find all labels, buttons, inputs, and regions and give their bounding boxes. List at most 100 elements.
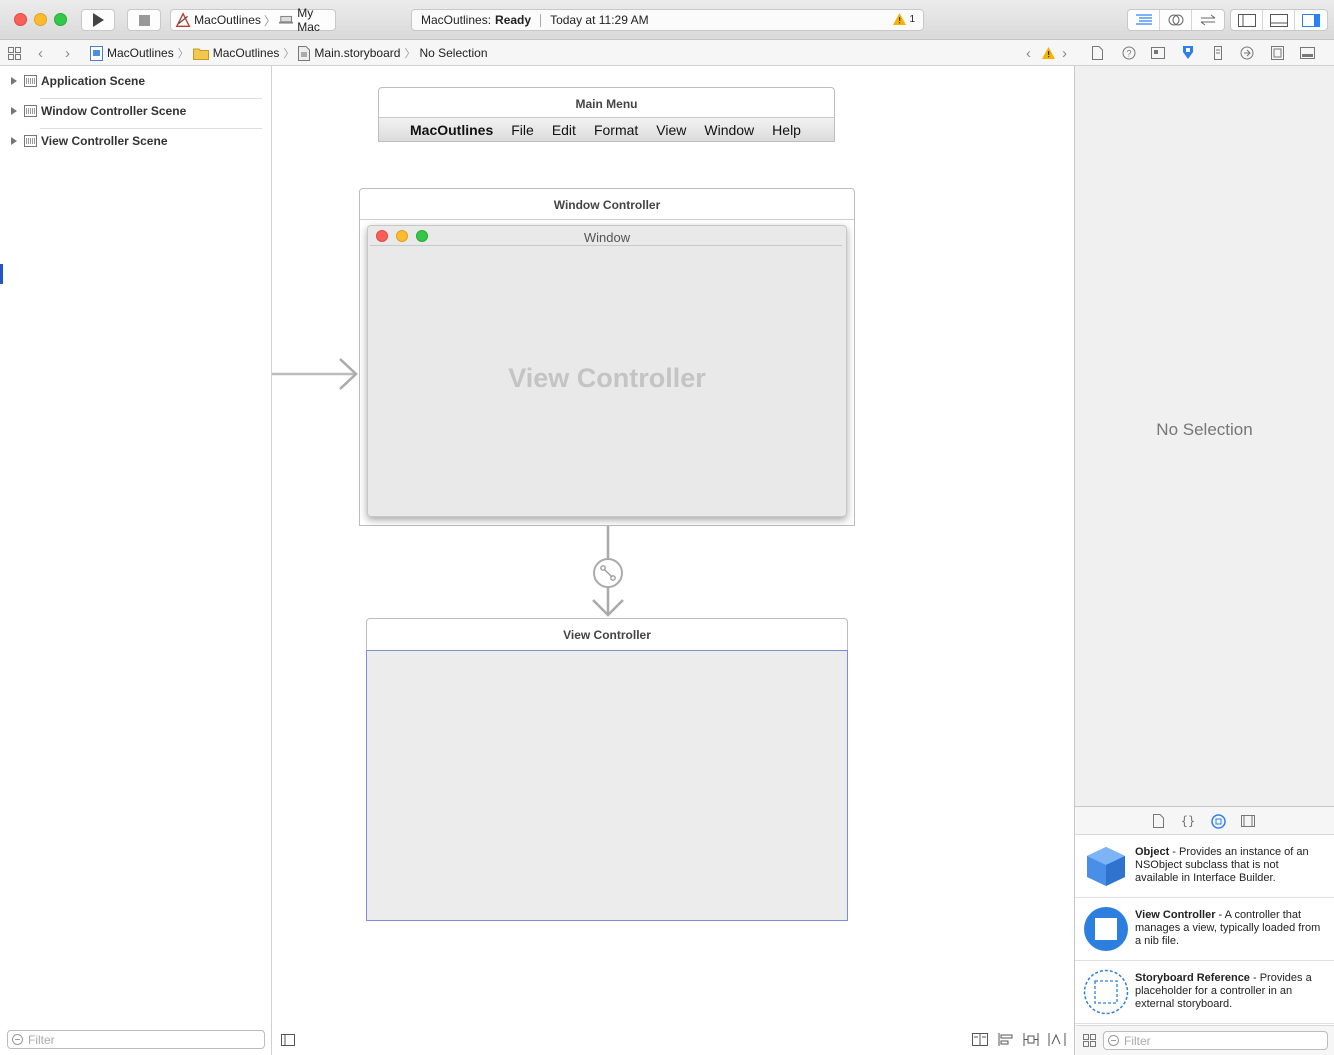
play-icon [93,13,104,27]
issue-warning-icon[interactable] [1042,47,1055,59]
initial-controller-arrow-icon[interactable] [272,356,360,392]
close-window-button[interactable] [14,13,27,26]
menu-item-view[interactable]: View [656,121,687,138]
inspector-tab-bar: ? [1074,40,1334,66]
view-controller-view[interactable] [366,650,848,921]
file-template-library-icon[interactable] [1153,814,1164,828]
menu-bar: MacOutlines File Edit Format View Window… [379,117,834,141]
version-editor-button[interactable] [1192,10,1224,30]
stop-button[interactable] [127,9,161,31]
disclosure-triangle-icon[interactable] [11,77,17,85]
run-button[interactable] [81,9,115,31]
content-segue-icon[interactable] [590,526,626,618]
toggle-navigator-button[interactable] [1231,10,1263,30]
previous-issue-chevron-icon[interactable]: ‹ [1026,45,1031,62]
filter-icon [1108,1035,1119,1046]
zoom-window-button[interactable] [54,13,67,26]
scene-icon [24,135,37,147]
code-snippet-library-icon[interactable]: {} [1181,814,1195,828]
storyboard-canvas[interactable]: Main Menu MacOutlines File Edit Format V… [272,66,1074,1055]
disclosure-triangle-icon[interactable] [11,107,17,115]
scene-row-window-controller[interactable]: Window Controller Scene [0,96,262,126]
object-library-icon[interactable] [1211,814,1226,829]
connections-inspector-icon[interactable] [1240,46,1254,60]
assistant-editor-button[interactable] [1160,10,1192,30]
menu-item-help[interactable]: Help [772,121,801,138]
toggle-outline-icon[interactable] [281,1034,295,1046]
scene-row-application[interactable]: Application Scene [0,66,262,96]
breadcrumb-file[interactable]: Main.storyboard [298,45,401,61]
size-inspector-icon[interactable] [1214,46,1222,60]
library-filter-bar: Filter [1074,1025,1334,1055]
standard-editor-button[interactable] [1128,10,1160,30]
project-file-icon [90,45,103,61]
outline-filter-field[interactable]: Filter [7,1030,265,1049]
related-items-grid-icon[interactable] [8,47,21,60]
storyboard-reference-icon [1083,969,1129,1015]
breadcrumb-label: Main.storyboard [314,46,401,60]
selection-marker [0,264,3,284]
scheme-selector[interactable]: MacOutlines 〉 My Mac [170,6,336,34]
breadcrumb: MacOutlines 〉 MacOutlines 〉 Main.storybo… [90,45,488,61]
embed-in-stack-icon[interactable] [972,1033,988,1046]
align-lines-icon [1135,14,1152,25]
disclosure-triangle-icon[interactable] [11,137,17,145]
breadcrumb-label: No Selection [419,46,488,60]
menu-item-edit[interactable]: Edit [551,121,576,138]
warning-count: 1 [909,13,915,25]
view-controller-title: View Controller [563,628,651,642]
warning-icon [893,13,907,25]
scene-label: View Controller Scene [41,134,168,148]
window-object[interactable]: Window View Controller [367,225,847,517]
next-issue-chevron-icon[interactable]: › [1062,45,1067,62]
breadcrumb-group[interactable]: MacOutlines [192,46,280,60]
scene-row-view-controller[interactable]: View Controller Scene [0,126,262,156]
library-item-name: Object [1135,846,1170,858]
status-app-label: MacOutlines: [421,13,492,27]
pin-icon[interactable] [1023,1033,1039,1046]
menu-item-app[interactable]: MacOutlines [410,121,494,138]
view-controller-scene[interactable]: View Controller [366,618,848,921]
library-item-storyboard-reference[interactable]: Storyboard Reference - Provides a placeh… [1075,961,1334,1024]
forward-chevron-icon[interactable]: › [65,45,70,62]
breadcrumb-selection[interactable]: No Selection [419,46,487,60]
menu-item-file[interactable]: File [511,121,534,138]
breadcrumb-chevron-icon: 〉 [177,48,189,60]
file-inspector-icon[interactable] [1092,46,1103,60]
library-item-view-controller[interactable]: View Controller - A controller that mana… [1075,898,1334,961]
window-content-placeholder: View Controller [508,363,706,393]
breadcrumb-project[interactable]: MacOutlines [90,45,174,61]
library-grid-toggle-icon[interactable] [1083,1034,1096,1047]
arrows-exchange-icon [1200,14,1216,26]
storyboard-file-icon [298,45,311,61]
back-chevron-icon[interactable]: ‹ [38,45,43,62]
window-controller-scene[interactable]: Window Controller Window View Controller [359,188,855,526]
toggle-utilities-button[interactable] [1295,10,1327,30]
align-icon[interactable] [998,1033,1014,1046]
scheme-separator-icon: 〉 [263,13,276,28]
bindings-inspector-icon[interactable] [1271,46,1284,60]
library-item-object[interactable]: Object - Provides an instance of an NSOb… [1075,835,1334,898]
quick-help-icon[interactable]: ? [1122,46,1136,60]
window-minimize-dot [396,230,408,242]
breadcrumb-label: MacOutlines [212,46,280,60]
library-item-description: Storyboard Reference - Provides a placeh… [1135,972,1325,1011]
media-library-icon[interactable] [1241,815,1255,827]
warning-indicator[interactable]: 1 [893,13,915,25]
library-item-name: View Controller [1135,909,1216,921]
scene-icon [24,75,37,87]
bottom-panel-icon [1269,13,1288,27]
menu-item-window[interactable]: Window [704,121,755,138]
menu-item-format[interactable]: Format [593,121,639,138]
toggle-debug-area-button[interactable] [1263,10,1295,30]
filter-placeholder: Filter [28,1032,55,1047]
view-effects-inspector-icon[interactable] [1300,47,1315,59]
scene-divider [40,128,262,129]
identity-inspector-icon[interactable] [1151,47,1165,59]
main-menu-scene[interactable]: Main Menu MacOutlines File Edit Format V… [378,87,835,142]
window-title-divider [370,245,842,246]
minimize-window-button[interactable] [34,13,47,26]
resolve-autolayout-icon[interactable] [1048,1033,1066,1046]
library-filter-field[interactable]: Filter [1103,1031,1328,1050]
attributes-inspector-icon[interactable] [1181,45,1195,61]
